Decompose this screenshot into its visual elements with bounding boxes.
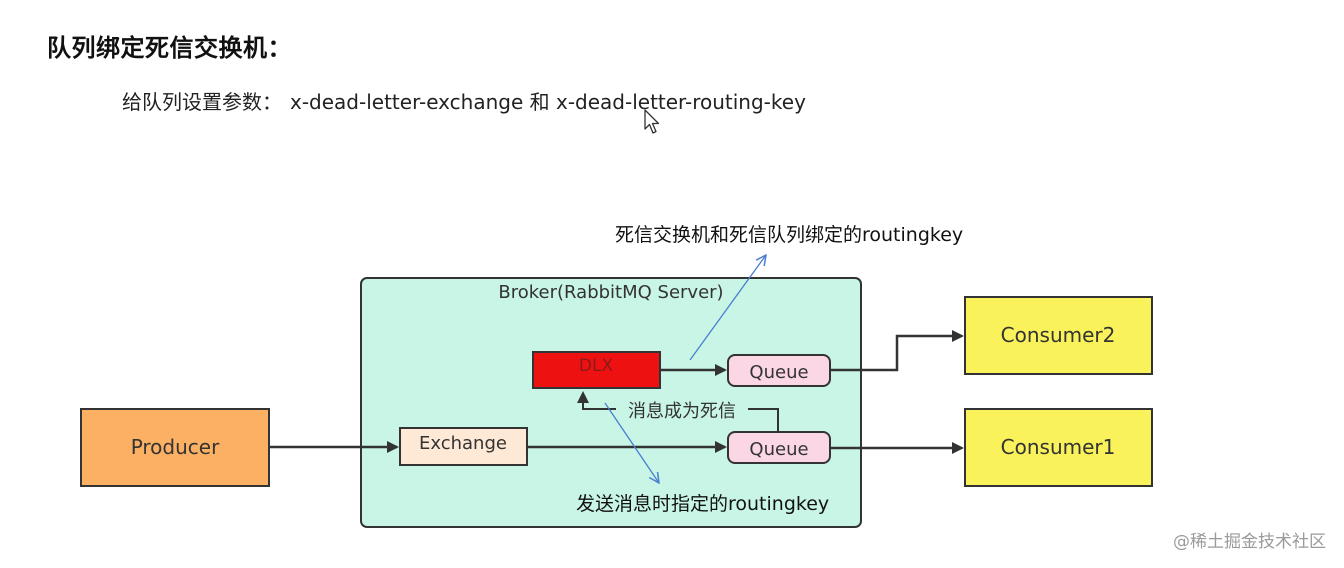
broker-box — [360, 277, 862, 528]
dlx-routing-note-arrow — [689, 255, 766, 361]
parameter-prefix: 给队列设置参数： — [122, 90, 282, 114]
site-watermark: @稀土掘金技术社区 — [1173, 532, 1326, 552]
dlx-routing-note: 死信交换机和死信队列绑定的routingkey — [615, 224, 963, 246]
producer-box — [80, 408, 270, 487]
broker-label: Broker(RabbitMQ Server) — [498, 282, 723, 303]
dead-letter-note: 消息成为死信 — [628, 401, 736, 422]
queue-top-label: Queue — [749, 362, 808, 383]
queue-bottom-label: Queue — [749, 439, 808, 460]
consumer2-box — [964, 296, 1153, 375]
exchange-label: Exchange — [419, 433, 507, 454]
producer-label: Producer — [131, 435, 220, 459]
parameter-description: 给队列设置参数： x-dead-letter-exchange 和 x-dead-… — [122, 86, 806, 115]
send-routing-note: 发送消息时指定的routingkey — [576, 493, 829, 515]
arrow-queue-consumer2 — [830, 330, 964, 372]
page-heading: 队列绑定死信交换机： — [47, 34, 292, 62]
dead-letter-note-bg — [616, 398, 748, 422]
consumer1-label: Consumer1 — [1001, 435, 1116, 459]
consumer1-box — [964, 408, 1153, 487]
send-routing-note-arrow — [604, 402, 659, 483]
mouse-cursor-icon — [644, 109, 660, 134]
exchange-box — [399, 427, 528, 466]
parameter-names: x-dead-letter-exchange 和 x-dead-letter-r… — [290, 90, 806, 114]
dlx-label: DLX — [579, 356, 614, 376]
consumer2-label: Consumer2 — [1001, 323, 1116, 347]
